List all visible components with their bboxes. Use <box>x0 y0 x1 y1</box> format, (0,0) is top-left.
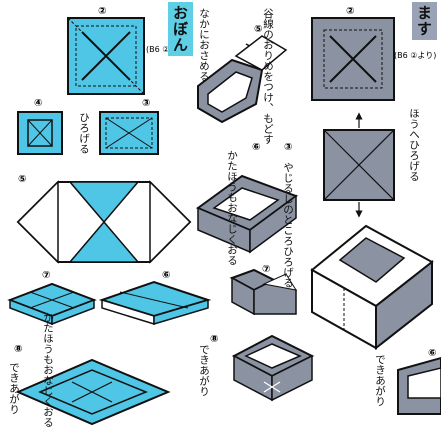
right-step6-shape <box>397 356 441 415</box>
right-note-arrows: やじるしのところひろげる <box>282 162 294 288</box>
right-note-spread: ほうへひろげる <box>408 108 420 182</box>
mid-step5-shape <box>197 35 288 124</box>
left-step5-number: ⑤ <box>18 174 26 185</box>
right-step3-number: ③ <box>284 142 292 153</box>
mid-step7-number: ⑦ <box>262 264 270 275</box>
left-step6b-number: ⑥ <box>162 270 170 281</box>
right-step3-square <box>323 112 395 218</box>
right-opened-box <box>310 224 434 351</box>
mid-step5-number: ⑤ <box>254 24 262 35</box>
mid-step7-shape <box>229 268 298 316</box>
mid-step6-number: ⑥ <box>252 142 260 153</box>
left-step5-shape <box>16 180 192 264</box>
mid-step6-shape <box>195 174 299 254</box>
left-note-done: できあがり <box>8 362 20 415</box>
right-note-valley: 谷線のおりめをつけ、もどす <box>262 8 274 145</box>
left-note-other-side2: かたほうもおなじくおる <box>42 312 54 428</box>
left-step3-number: ③ <box>142 98 150 109</box>
left-step7-shape <box>7 282 97 326</box>
left-step8-number: ⑧ <box>14 344 22 355</box>
mid-note-done: できあがり <box>198 344 210 397</box>
left-note-other-side: かたほうもおなじくおる <box>226 150 238 266</box>
left-step2-number: ② <box>98 6 106 17</box>
right-note-done: できあがり <box>374 354 386 407</box>
left-b6-note: (B6 ②より) <box>146 45 188 54</box>
left-title: おぼん <box>168 2 193 56</box>
right-step2-number: ② <box>346 6 354 17</box>
left-note-widen: ひろげる <box>78 112 90 154</box>
left-step8-shape <box>15 358 171 426</box>
left-note-center-fold: なかにおさめる <box>198 8 210 82</box>
right-step6-number: ⑥ <box>428 348 436 359</box>
mid-step8-shape <box>231 334 315 402</box>
right-step2-square <box>311 17 395 101</box>
left-step6b-shape <box>98 280 212 326</box>
left-step3-shape <box>99 111 159 155</box>
right-b6-note: (B6 ②より) <box>394 51 436 60</box>
right-title: ます <box>412 2 437 40</box>
left-step4-number: ④ <box>34 98 42 109</box>
left-step4-shape <box>17 111 63 155</box>
mid-step8-number: ⑧ <box>210 334 218 345</box>
left-step2-square <box>67 17 145 95</box>
left-step7-number: ⑦ <box>42 270 50 281</box>
